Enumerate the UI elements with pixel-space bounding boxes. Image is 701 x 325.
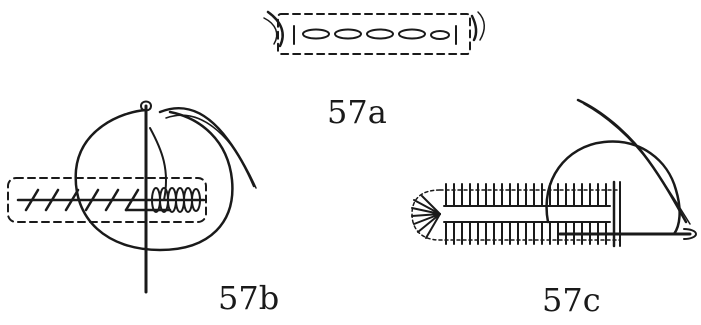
thread-tail-right-a2 bbox=[478, 12, 484, 40]
figure-label-57a: 57a bbox=[327, 96, 387, 128]
thread-loop-b bbox=[76, 110, 233, 250]
running-stitch bbox=[431, 31, 449, 39]
running-stitch bbox=[303, 30, 329, 39]
thread-tail-c bbox=[578, 100, 686, 222]
running-stitch bbox=[399, 30, 425, 39]
running-stitch bbox=[335, 30, 361, 39]
figure-label-57c: 57c bbox=[542, 284, 601, 316]
thread-tail-right-a bbox=[472, 16, 476, 40]
thread-tail-b2 bbox=[166, 115, 256, 188]
thread-tail-b bbox=[160, 108, 254, 186]
figure-label-57b: 57b bbox=[218, 282, 279, 314]
figure-57b-drawing bbox=[8, 102, 256, 293]
figure-57c-drawing bbox=[412, 100, 696, 246]
satin-stitches-b bbox=[152, 188, 200, 212]
buttonhole-top-row bbox=[444, 184, 610, 206]
thread-tail-left-a2 bbox=[264, 18, 277, 44]
running-stitch bbox=[367, 30, 393, 39]
figure-57a-drawing bbox=[264, 12, 484, 54]
buttonhole-fan-end bbox=[412, 196, 440, 238]
dashed-outline-a bbox=[278, 14, 470, 54]
